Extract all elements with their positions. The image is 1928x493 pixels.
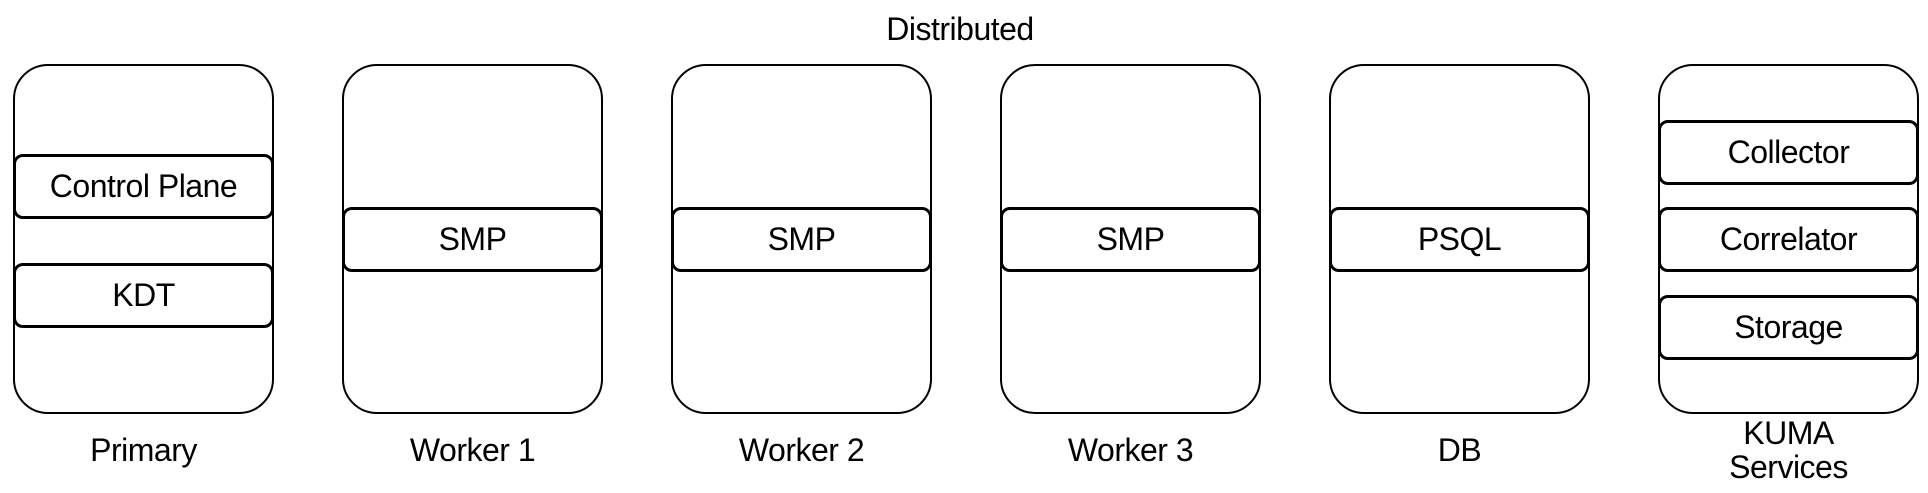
node-box-worker-1: SMP [342, 64, 603, 414]
node-box-worker-2: SMP [671, 64, 932, 414]
component-label: Correlator [1719, 221, 1858, 257]
node-label-db: DB [1437, 432, 1482, 469]
node-label-worker-3: Worker 3 [1067, 432, 1194, 469]
component-label: Control Plane [49, 168, 238, 204]
component-box-storage: Storage [1658, 295, 1919, 360]
component-label: SMP [767, 221, 836, 257]
diagram-title: Distributed [886, 10, 1034, 47]
component-box-collector: Collector [1658, 120, 1919, 185]
component-box-smp: SMP [342, 207, 603, 272]
node-label-worker-1: Worker 1 [409, 432, 536, 469]
component-label: Collector [1727, 134, 1850, 170]
node-label-worker-2: Worker 2 [738, 432, 865, 469]
component-box-control-plane: Control Plane [13, 154, 274, 219]
node-box-db: PSQL [1329, 64, 1590, 414]
node-box-worker-3: SMP [1000, 64, 1261, 414]
component-box-kdt: KDT [13, 263, 274, 328]
component-label: Storage [1734, 309, 1843, 345]
component-box-correlator: Correlator [1658, 207, 1919, 272]
component-box-smp: SMP [1000, 207, 1261, 272]
component-label: KDT [112, 277, 175, 313]
node-label-primary: Primary [90, 432, 197, 469]
component-label: SMP [438, 221, 507, 257]
component-box-psql: PSQL [1329, 207, 1590, 272]
component-label: PSQL [1417, 221, 1502, 257]
component-label: SMP [1096, 221, 1165, 257]
node-label-kuma-services: KUMA Services [1729, 415, 1848, 485]
component-box-smp: SMP [671, 207, 932, 272]
